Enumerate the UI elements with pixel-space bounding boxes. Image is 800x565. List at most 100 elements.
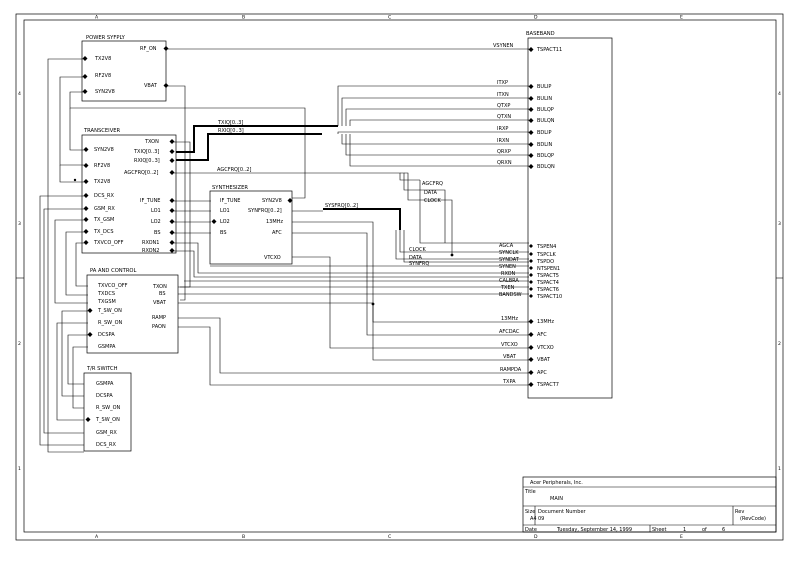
bb-pin-bdlqp: BDLQP (537, 153, 554, 159)
net-synclk: SYNCLK (499, 250, 519, 256)
power-supply-box (81, 40, 167, 102)
net-clock-2: CLOCK (409, 247, 427, 253)
syn-pin-lo1: LO1 (220, 208, 230, 214)
net-vbat: VBAT (503, 354, 517, 360)
net-vtcxo: VTCXO (501, 342, 518, 348)
tb-sheet-label: Sheet (652, 527, 666, 533)
tb-size-label: Size (525, 509, 535, 515)
bb-pin-bdlip: BDLIP (537, 130, 552, 136)
tb-size: A4 (530, 516, 537, 522)
net-irxn: IRXN (497, 138, 509, 144)
syn-pin-13mhz: 13MHz (266, 219, 283, 225)
grid-left-4: 4 (18, 91, 21, 97)
transceiver-block: TRANSCEIVER SYN2V8 RF2V8 TX2V8 DCS_RX GS… (81, 128, 177, 254)
pa-control-box (86, 274, 179, 354)
baseband-block: BASEBAND TSPACT11 BULIP BULIN BULQP BULQ… (526, 31, 613, 399)
bb-pin-13mhz: 13MHz (537, 319, 554, 325)
bb-pin-tspact6: TSPACT6 (536, 287, 559, 293)
tb-rev: (RevCode) (740, 516, 766, 522)
bb-pin-ntspen1: NTSPEN1 (537, 266, 560, 272)
net-txiq: TXIQ[0..3] (217, 120, 243, 126)
tb-rev-label: Rev (735, 509, 744, 515)
tr-pin-rf2v8: RF2V8 (94, 163, 110, 169)
tb-date: Tuesday, September 14, 1999 (556, 527, 632, 533)
net-synfrq-bus: SYSFRQ[0..2] (325, 203, 358, 209)
bb-pin-tspact5: TSPACT5 (536, 273, 559, 279)
tr-pin-gsm-rx: GSM_RX (94, 206, 115, 212)
bb-pin-bdlin: BDLIN (537, 142, 553, 148)
pin-markers (73, 46, 534, 422)
net-agca: AGCA (499, 243, 514, 249)
net-synen: SYNEN (499, 264, 516, 270)
tr-switch-box (83, 372, 132, 452)
trs-pin-dcs-rx: DCS_RX (96, 442, 116, 448)
power-supply-title: POWER SYFPLY (86, 35, 126, 41)
bb-pin-bulqn: BULQN (537, 118, 555, 124)
bb-pin-bdlqn: BDLQN (537, 164, 555, 170)
inner-border (23, 19, 777, 533)
trs-pin-gsm-rx: GSM_RX (96, 430, 117, 436)
tr-pin-txon: TXON (144, 139, 159, 145)
tr-pin-lo2: LO2 (151, 219, 161, 225)
ps-pin-vbat: VBAT (144, 83, 158, 89)
pa-pin-txgsm: TXGSM (97, 299, 116, 305)
trs-pin-r-sw-on: R_SW_ON (96, 405, 121, 411)
net-rxon: RXON (501, 271, 516, 277)
grid-top-e: E (680, 15, 683, 21)
baseband-title: BASEBAND (526, 31, 555, 37)
tb-of-label: of (702, 527, 707, 533)
tb-title-label: Title (524, 489, 536, 495)
bb-pin-bulip: BULIP (537, 84, 551, 90)
pa-pin-bs: BS (159, 291, 166, 297)
net-agcfrq-bus: AGCFRQ[0..2] (217, 167, 251, 173)
syn-pin-if-tune: IF_TUNE (220, 198, 240, 204)
bb-pin-tspen4: TSPEN4 (536, 244, 556, 250)
tb-of: 6 (722, 527, 725, 533)
net-itxn: ITXN (497, 92, 509, 98)
net-afcdac: AFCDAC (499, 329, 520, 335)
net-labels: VSYNEN ITXP ITXN QTXP QTXN IRXP IRXN QRX… (217, 43, 522, 385)
tb-docnum: 09 (538, 516, 544, 522)
tr-switch-block: T/R SWITCH GSMPA DCSPA R_SW_ON T_SW_ON G… (83, 366, 132, 452)
grid-left-3: 3 (18, 221, 21, 227)
synthesizer-block: SYNTHESIZER IF_TUNE LO1 LO2 BS SYN2V8 SY… (209, 185, 293, 265)
net-qtxn: QTXN (497, 114, 511, 120)
tr-switch-title: T/R SWITCH (86, 366, 118, 372)
tr-pin-tx2v8: TX2V8 (93, 179, 110, 185)
tr-pin-rxiq: RXIQ[0..3] (134, 158, 160, 164)
net-qrxn: QRXN (497, 160, 512, 166)
bb-pin-afc: AFC (537, 332, 547, 338)
ps-pin-rf-on: RF_ON (140, 46, 157, 52)
pa-pin-t-sw-on: T_SW_ON (97, 308, 122, 314)
grid-right-1: 1 (778, 466, 781, 472)
net-rampda: RAMPDA (500, 367, 522, 373)
bb-pin-tspact4: TSPACT4 (536, 280, 559, 286)
pa-control-title: PA AND CONTROL (90, 268, 137, 274)
net-calbra: CALBRA (499, 278, 519, 284)
synthesizer-box (209, 190, 293, 265)
net-vsynen: VSYNEN (493, 43, 514, 49)
net-txpa: TXPA (502, 379, 516, 385)
syn-pin-vtcxo: VTCXO (264, 255, 281, 261)
bb-pin-tspact10: TSPACT10 (536, 294, 562, 300)
power-supply-block: POWER SYFPLY RF_ON VBAT TX2V8 RF2V8 SYN2… (81, 35, 167, 102)
net-synfrq: SYNFRQ (409, 261, 429, 267)
grid-letters: A B C D E A B C D E 4 3 2 1 4 3 2 1 (18, 15, 781, 541)
pa-pin-paon: PAON (152, 324, 166, 330)
pa-pin-txdcs: TXDCS (97, 291, 115, 297)
tr-pin-lo1: LO1 (151, 208, 161, 214)
tr-pin-if-tune: IF_TUNE (140, 198, 160, 204)
trs-pin-dcspa: DCSPA (96, 393, 113, 399)
bb-pin-tspact11: TSPACT11 (536, 47, 562, 53)
grid-right-3: 3 (778, 221, 781, 227)
net-syndat: SYNDAT (499, 257, 520, 263)
bb-pin-tspdo: TSPDO (536, 259, 554, 265)
title-block: Acer Peripherals, Inc. Title MAIN Size A… (522, 476, 777, 533)
tb-sheet: 1 (683, 527, 686, 533)
syn-pin-synfrq: SYNFRQ[0..2] (248, 208, 282, 214)
bb-pin-tspclk: TSPCLK (536, 252, 557, 258)
grid-bottom-c: C (388, 534, 391, 540)
syn-pin-lo2: LO2 (220, 219, 230, 225)
pa-pin-txon: TXON (152, 284, 167, 290)
